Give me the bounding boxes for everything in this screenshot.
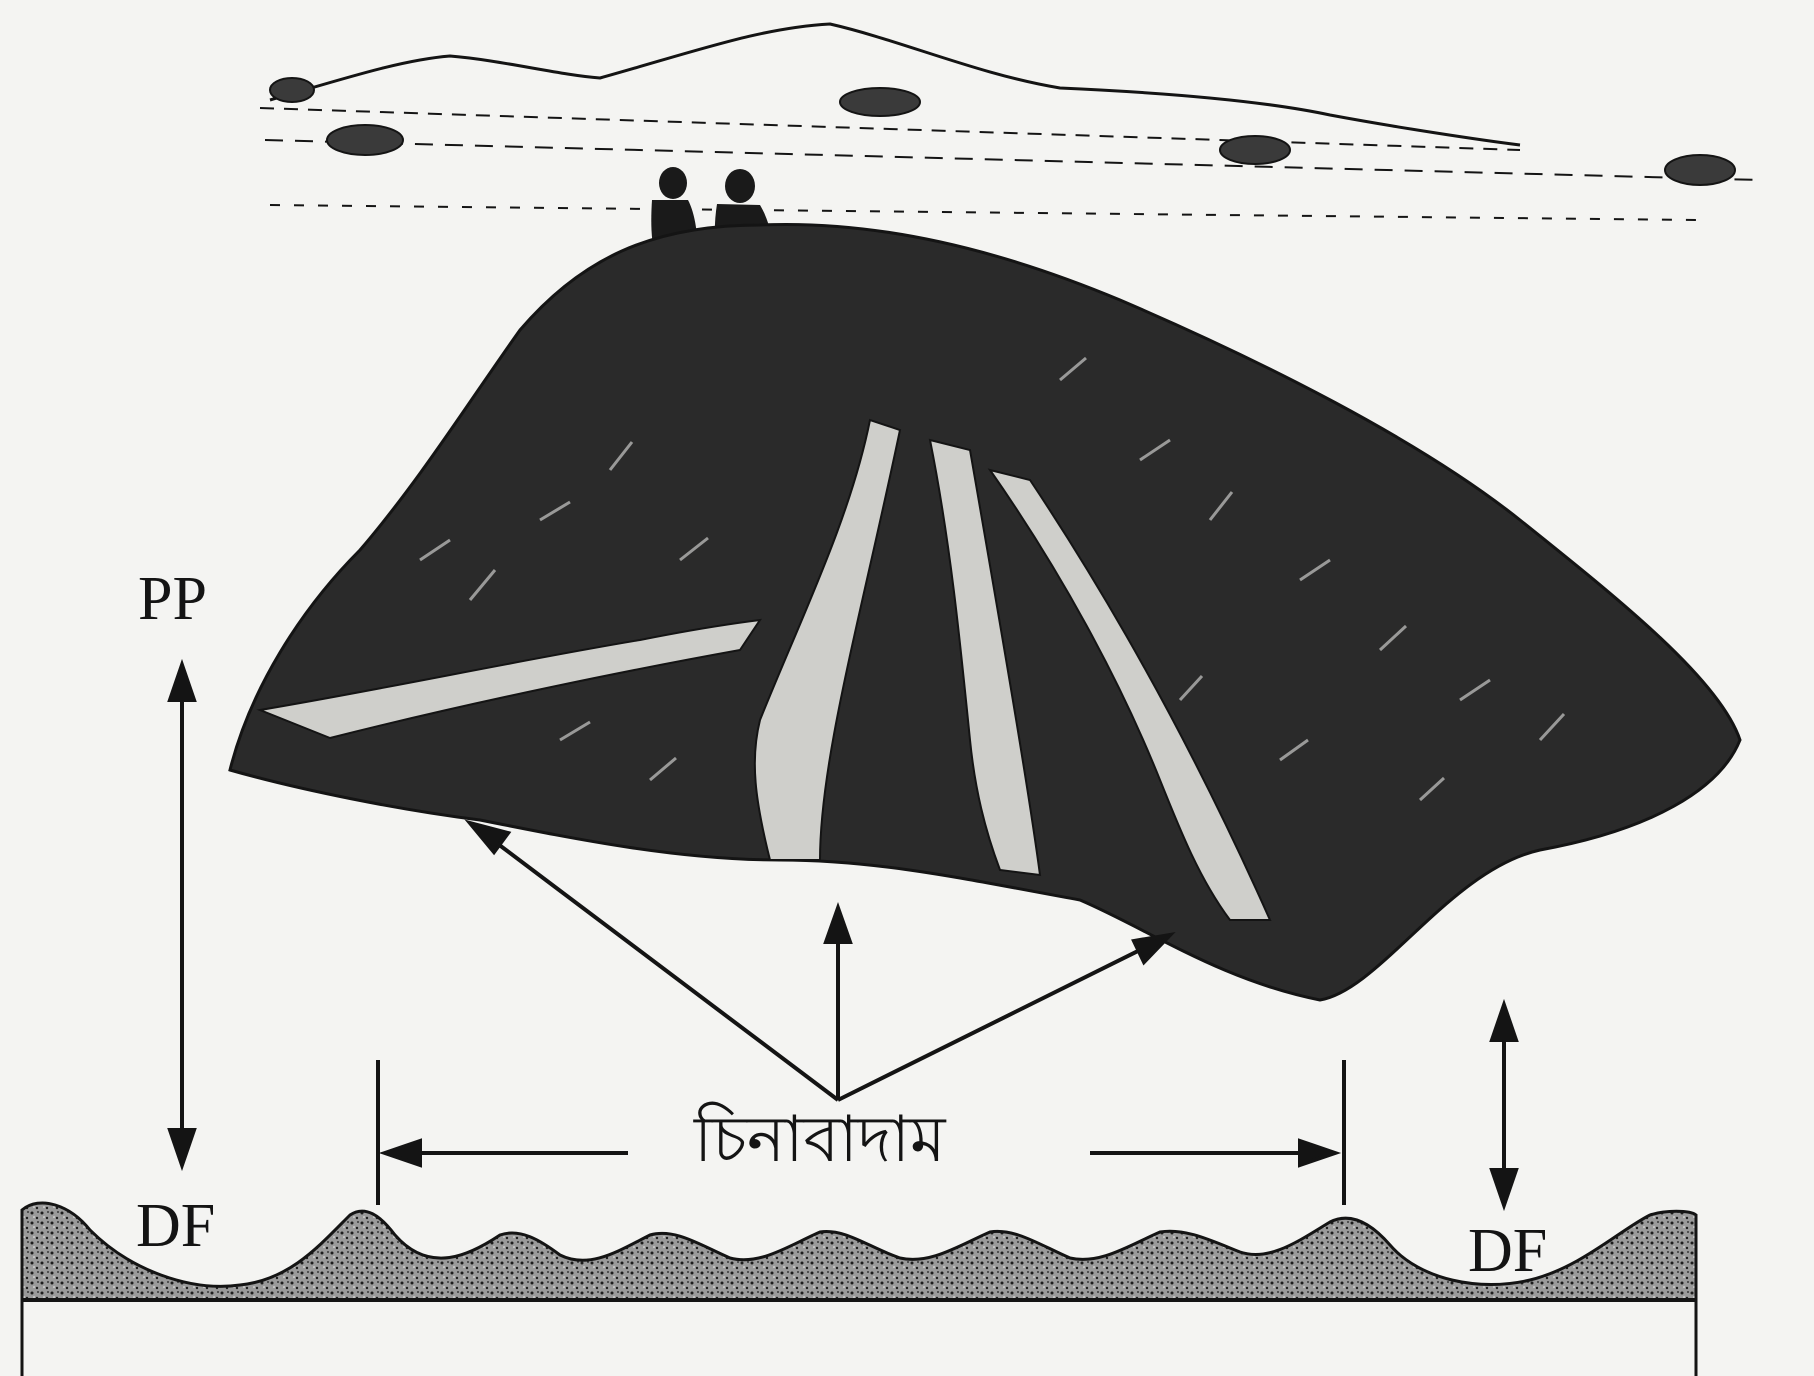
groundnut-crop [230, 224, 1740, 1000]
distant-shrubs [270, 78, 1735, 185]
right-double-arrow [1492, 1005, 1516, 1205]
df-label-left: DF [136, 1195, 215, 1257]
soil-profile [22, 1203, 1696, 1300]
left-double-arrow [170, 665, 194, 1165]
ground-base [22, 1300, 1696, 1376]
hills [260, 24, 1760, 220]
pp-label: PP [138, 568, 207, 630]
crop-label: চিনাবাদাম [694, 1108, 946, 1172]
df-label-right: DF [1468, 1220, 1547, 1282]
